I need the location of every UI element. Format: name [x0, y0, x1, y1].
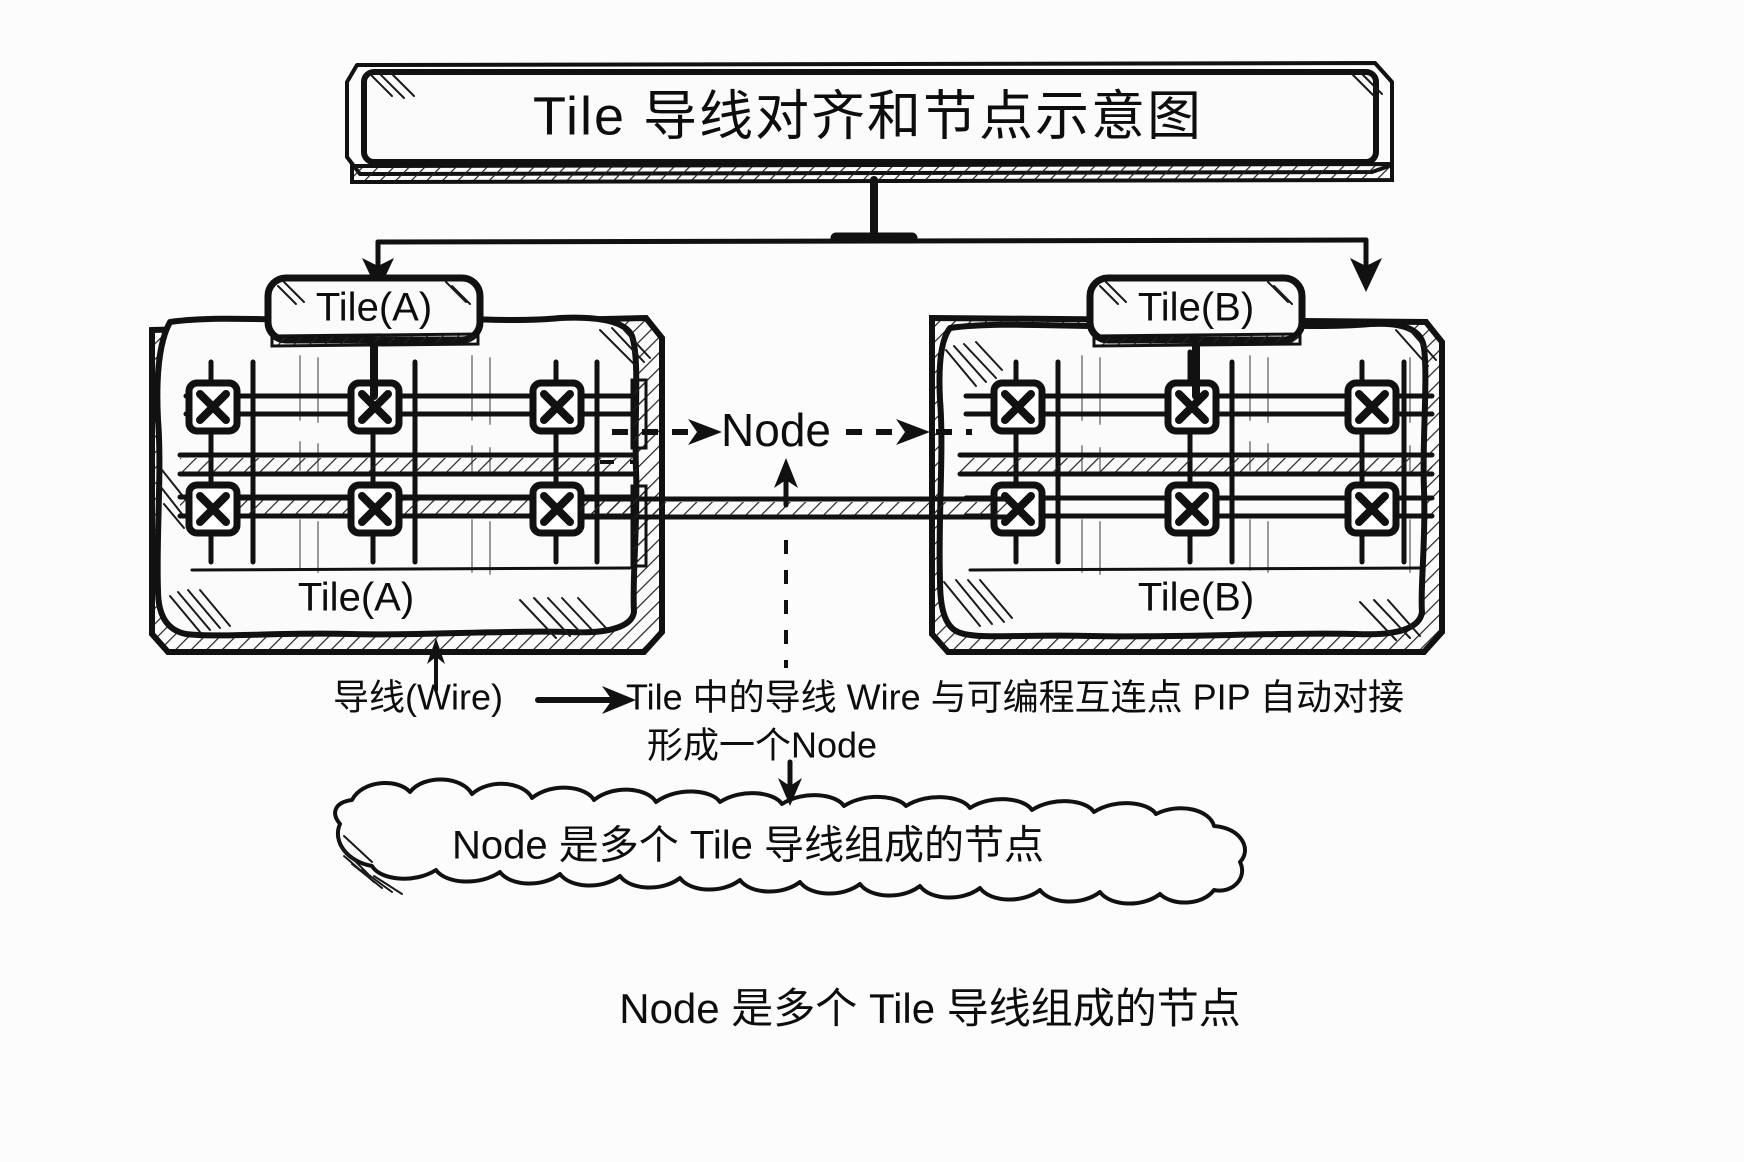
- cloud-label: Node 是多个 Tile 导线组成的节点: [452, 824, 1044, 868]
- bottom-caption: Node 是多个 Tile 导线组成的节点: [619, 985, 1241, 1032]
- diagram-title: Tile 导线对齐和节点示意图: [533, 86, 1203, 146]
- title-box: Tile 导线对齐和节点示意图: [345, 61, 1394, 185]
- center-wire-stubs: [630, 378, 648, 568]
- pip-cell[interactable]: [1164, 481, 1220, 537]
- pip-cell[interactable]: [347, 481, 403, 537]
- tile-a-chip[interactable]: Tile(A): [264, 274, 484, 400]
- pip-cell[interactable]: [529, 481, 585, 537]
- arrow-up-icon-wire: [427, 638, 445, 664]
- cloud-callout: Node 是多个 Tile 导线组成的节点: [333, 777, 1247, 906]
- tile-a-chip-label: Tile(A): [316, 286, 432, 330]
- tile-a-pip-row-2: [185, 481, 585, 537]
- arrow-right-icon-wire: [602, 686, 636, 714]
- tile-b-chip[interactable]: Tile(B): [1086, 274, 1306, 400]
- pip-cell[interactable]: [185, 379, 241, 435]
- tile-a-panel: Tile(A): [149, 314, 665, 655]
- tile-b-bus-wire: [957, 452, 1435, 477]
- node-annotation: Node: [600, 404, 972, 508]
- title-to-tiles-connector: [362, 176, 1382, 292]
- arrow-down-icon-explain: [778, 778, 802, 806]
- pip-cell[interactable]: [1344, 379, 1400, 435]
- tile-a-inner-label: Tile(A): [298, 576, 414, 620]
- pip-cell[interactable]: [529, 379, 585, 435]
- tile-b-inner-label: Tile(B): [1138, 576, 1254, 620]
- cross-tile-wire: [577, 496, 1013, 520]
- arrow-up-icon: [774, 458, 798, 488]
- tile-a-bus-wire: [177, 452, 639, 519]
- pip-cell[interactable]: [185, 481, 241, 537]
- pip-cell[interactable]: [990, 379, 1046, 435]
- explain-line-2: 形成一个Node: [647, 725, 877, 766]
- arrow-right-icon-right: [896, 419, 930, 445]
- tile-b-panel: Tile(B): [929, 314, 1445, 655]
- node-label: Node: [721, 404, 831, 456]
- explanation-block: Tile 中的导线 Wire 与可编程互连点 PIP 自动对接 形成一个Node: [626, 677, 1404, 806]
- arrow-down-icon-right: [1350, 258, 1382, 292]
- pip-cell[interactable]: [1344, 481, 1400, 537]
- tile-b-chip-label: Tile(B): [1138, 286, 1254, 330]
- explain-line-1: Tile 中的导线 Wire 与可编程互连点 PIP 自动对接: [626, 677, 1404, 718]
- wire-label: 导线(Wire): [333, 677, 503, 718]
- wire-callout: 导线(Wire): [333, 638, 636, 718]
- arrow-right-icon-left: [688, 419, 722, 445]
